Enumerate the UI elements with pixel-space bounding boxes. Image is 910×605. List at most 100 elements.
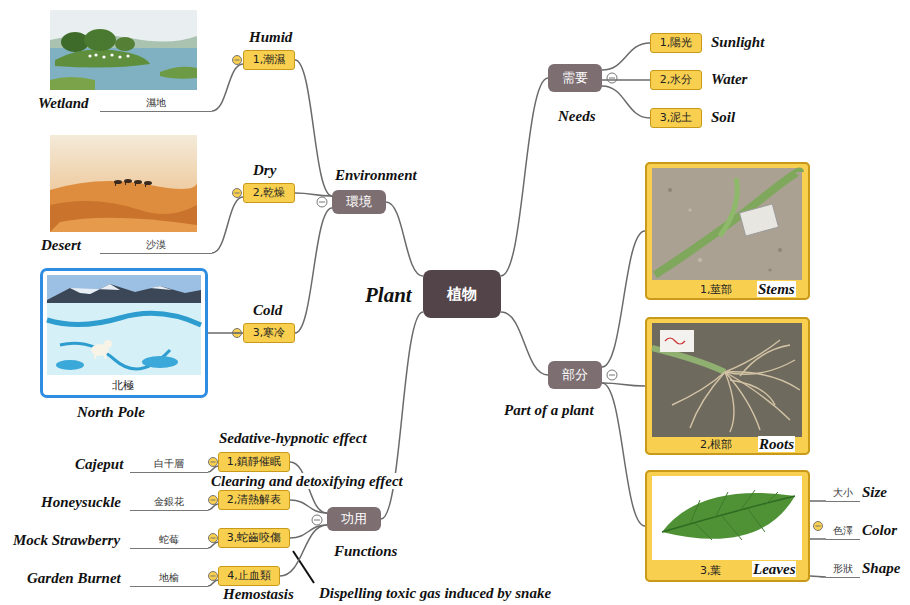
collapse-toggles — [209, 56, 823, 581]
topic-text: 沙漠 — [146, 238, 166, 252]
topic-text: 功用 — [341, 511, 367, 527]
collapse-toggles-part — [211, 576, 216, 577]
collapse-toggles-part — [211, 462, 216, 463]
leaf-photo-part — [690, 490, 778, 540]
connector-line — [212, 64, 243, 111]
north-pole-photo-part — [47, 303, 201, 375]
leaf-topic: 金銀花Honeysuckle — [130, 493, 208, 511]
stem-photo-part — [652, 168, 802, 280]
branch-topic: 環境Environment — [332, 190, 386, 214]
desert-photo-part — [50, 218, 197, 232]
connector-line — [295, 208, 332, 333]
leaf-photo-part-part — [748, 509, 765, 532]
wetland-photo-part — [50, 48, 197, 90]
connector-line — [501, 312, 548, 375]
subtopic-box: 3,蛇齒咬傷Dispelling toxic gas induced by sn… — [218, 528, 290, 548]
wetland-photo — [50, 10, 197, 90]
connector-line — [208, 332, 243, 334]
wetland-photo-part — [50, 77, 95, 90]
collapse-toggles-part — [816, 526, 821, 527]
english-label: Wetland — [37, 95, 90, 111]
stem-photo-part — [645, 162, 810, 300]
leaf-topic: 沙漠Desert — [100, 236, 212, 254]
pointer-line — [293, 551, 314, 583]
connector-line — [295, 60, 332, 196]
north-pole-photo — [40, 268, 208, 398]
leaf-topic: 色澤Color — [826, 522, 860, 540]
leaf-topic: 白千層Cajeput — [130, 455, 208, 473]
wetland-photo-part — [88, 54, 91, 57]
topic-text: 濕地 — [146, 96, 166, 110]
collapse-toggles-part — [209, 534, 218, 543]
north-pole-photo-part — [47, 313, 201, 325]
topic-text: 白千層 — [154, 457, 184, 471]
connector-line — [602, 79, 650, 81]
north-pole-photo-part — [56, 360, 84, 370]
connector-line — [386, 202, 423, 276]
topic-text: 形狀 — [833, 562, 853, 576]
root-photo-part-part — [740, 345, 790, 376]
english-label: Roots — [758, 436, 795, 452]
north-pole-photo-part — [150, 286, 172, 290]
root-photo-part-part — [672, 372, 725, 405]
leaf-photo-part — [662, 493, 795, 539]
topic-text: 3,寒冷 — [253, 326, 286, 340]
topic-text: 植物 — [447, 285, 477, 303]
leaf-topic: 形狀Shape — [826, 560, 860, 578]
topic-text: 1,鎮靜催眠 — [227, 455, 282, 469]
topic-text: 需要 — [562, 70, 588, 86]
english-label: Functions — [333, 543, 398, 559]
english-label: Dry — [252, 162, 277, 178]
topic-text: 大小 — [833, 486, 853, 500]
collapse-toggles-part — [317, 197, 327, 207]
north-pole-photo-part — [47, 284, 201, 305]
topic-text: 地榆 — [159, 571, 179, 585]
root-photo-part — [665, 338, 685, 344]
english-label: Needs — [557, 108, 597, 124]
english-label: Desert — [40, 237, 82, 253]
desert-photo-part — [125, 181, 126, 185]
leaf-photo-part — [652, 476, 802, 560]
english-label: Soil — [710, 109, 736, 125]
leaf-photo — [645, 470, 810, 582]
english-label: Leaves — [752, 561, 796, 577]
topic-text: 色澤 — [833, 524, 853, 538]
north-pole-photo-part — [40, 268, 208, 398]
topic-text: 環境 — [346, 194, 372, 210]
topic-text: 蛇莓 — [159, 533, 179, 547]
branch-topic: 部分Part of a plant — [548, 361, 602, 389]
stem-photo-part — [769, 269, 772, 272]
subtopic-box: 1,潮濕Humid — [243, 50, 295, 70]
connector-line — [290, 525, 327, 538]
collapse-toggles-part — [314, 520, 320, 521]
north-pole-photo-part — [70, 284, 120, 294]
english-label: Size — [861, 484, 888, 500]
connector-line — [208, 580, 218, 586]
connector-line — [810, 576, 826, 577]
topic-text: 1,潮濕 — [253, 53, 286, 67]
stem-photo-part — [739, 204, 778, 236]
english-label: Sunlight — [710, 34, 765, 50]
english-label: Stems — [757, 281, 796, 297]
subtopic-box: 3,寒冷Cold — [243, 323, 295, 343]
collapse-toggles-part — [209, 496, 218, 505]
collapse-toggles-part — [209, 458, 218, 467]
connector-line — [208, 542, 218, 548]
connector-line — [208, 466, 218, 472]
root-photo-part — [660, 330, 694, 352]
english-label: Sedative-hypnotic effect — [218, 430, 368, 446]
root-photo-part — [652, 323, 802, 437]
connector-line — [602, 383, 645, 526]
topic-text: 1,莖部 — [700, 283, 733, 297]
leaf-topic: 大小Size — [826, 484, 860, 502]
collapse-toggles-part — [312, 515, 322, 525]
collapse-toggles-part — [607, 73, 617, 83]
leaf-photo-part-part — [695, 523, 712, 540]
english-label: Mock Strawberry — [12, 532, 121, 548]
connector-line — [602, 86, 650, 118]
english-label: Hemostasis — [222, 586, 295, 602]
collapse-toggles-part — [233, 56, 242, 65]
connector-line — [290, 500, 327, 513]
topic-text: 3,葉 — [700, 564, 722, 578]
